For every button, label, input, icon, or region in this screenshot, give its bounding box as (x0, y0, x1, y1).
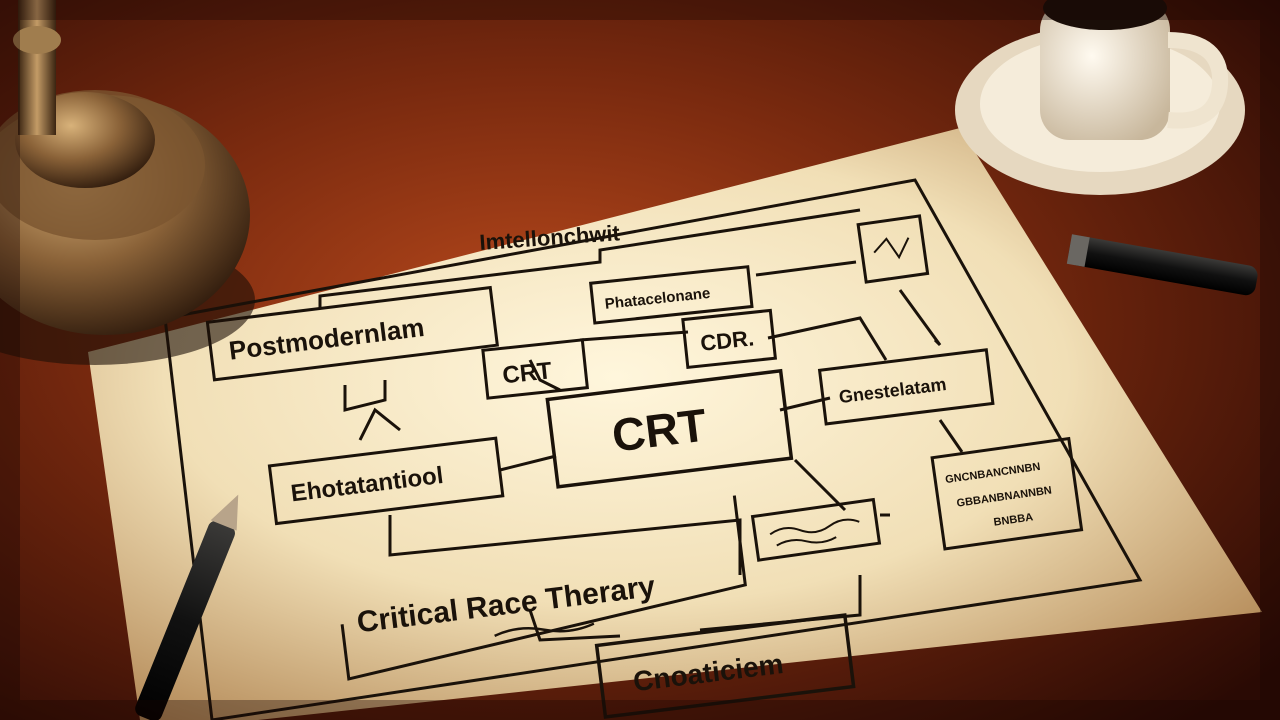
node-crt-center: CRT (545, 368, 794, 489)
desk-lamp (0, 0, 255, 365)
svg-text:BNBBA: BNBBA (993, 511, 1034, 528)
node-sketch-box (856, 214, 930, 284)
coffee-cup (955, 0, 1245, 195)
fountain-pen (135, 494, 239, 720)
node-cdr: CDR. (681, 308, 778, 370)
svg-text:CRT: CRT (609, 399, 709, 462)
svg-text:CDR.: CDR. (699, 325, 755, 355)
node-squiggle-box (750, 497, 882, 562)
pen-right (1066, 234, 1258, 296)
node-crt-small: CRT (481, 338, 589, 400)
svg-text:CRT: CRT (501, 357, 553, 389)
